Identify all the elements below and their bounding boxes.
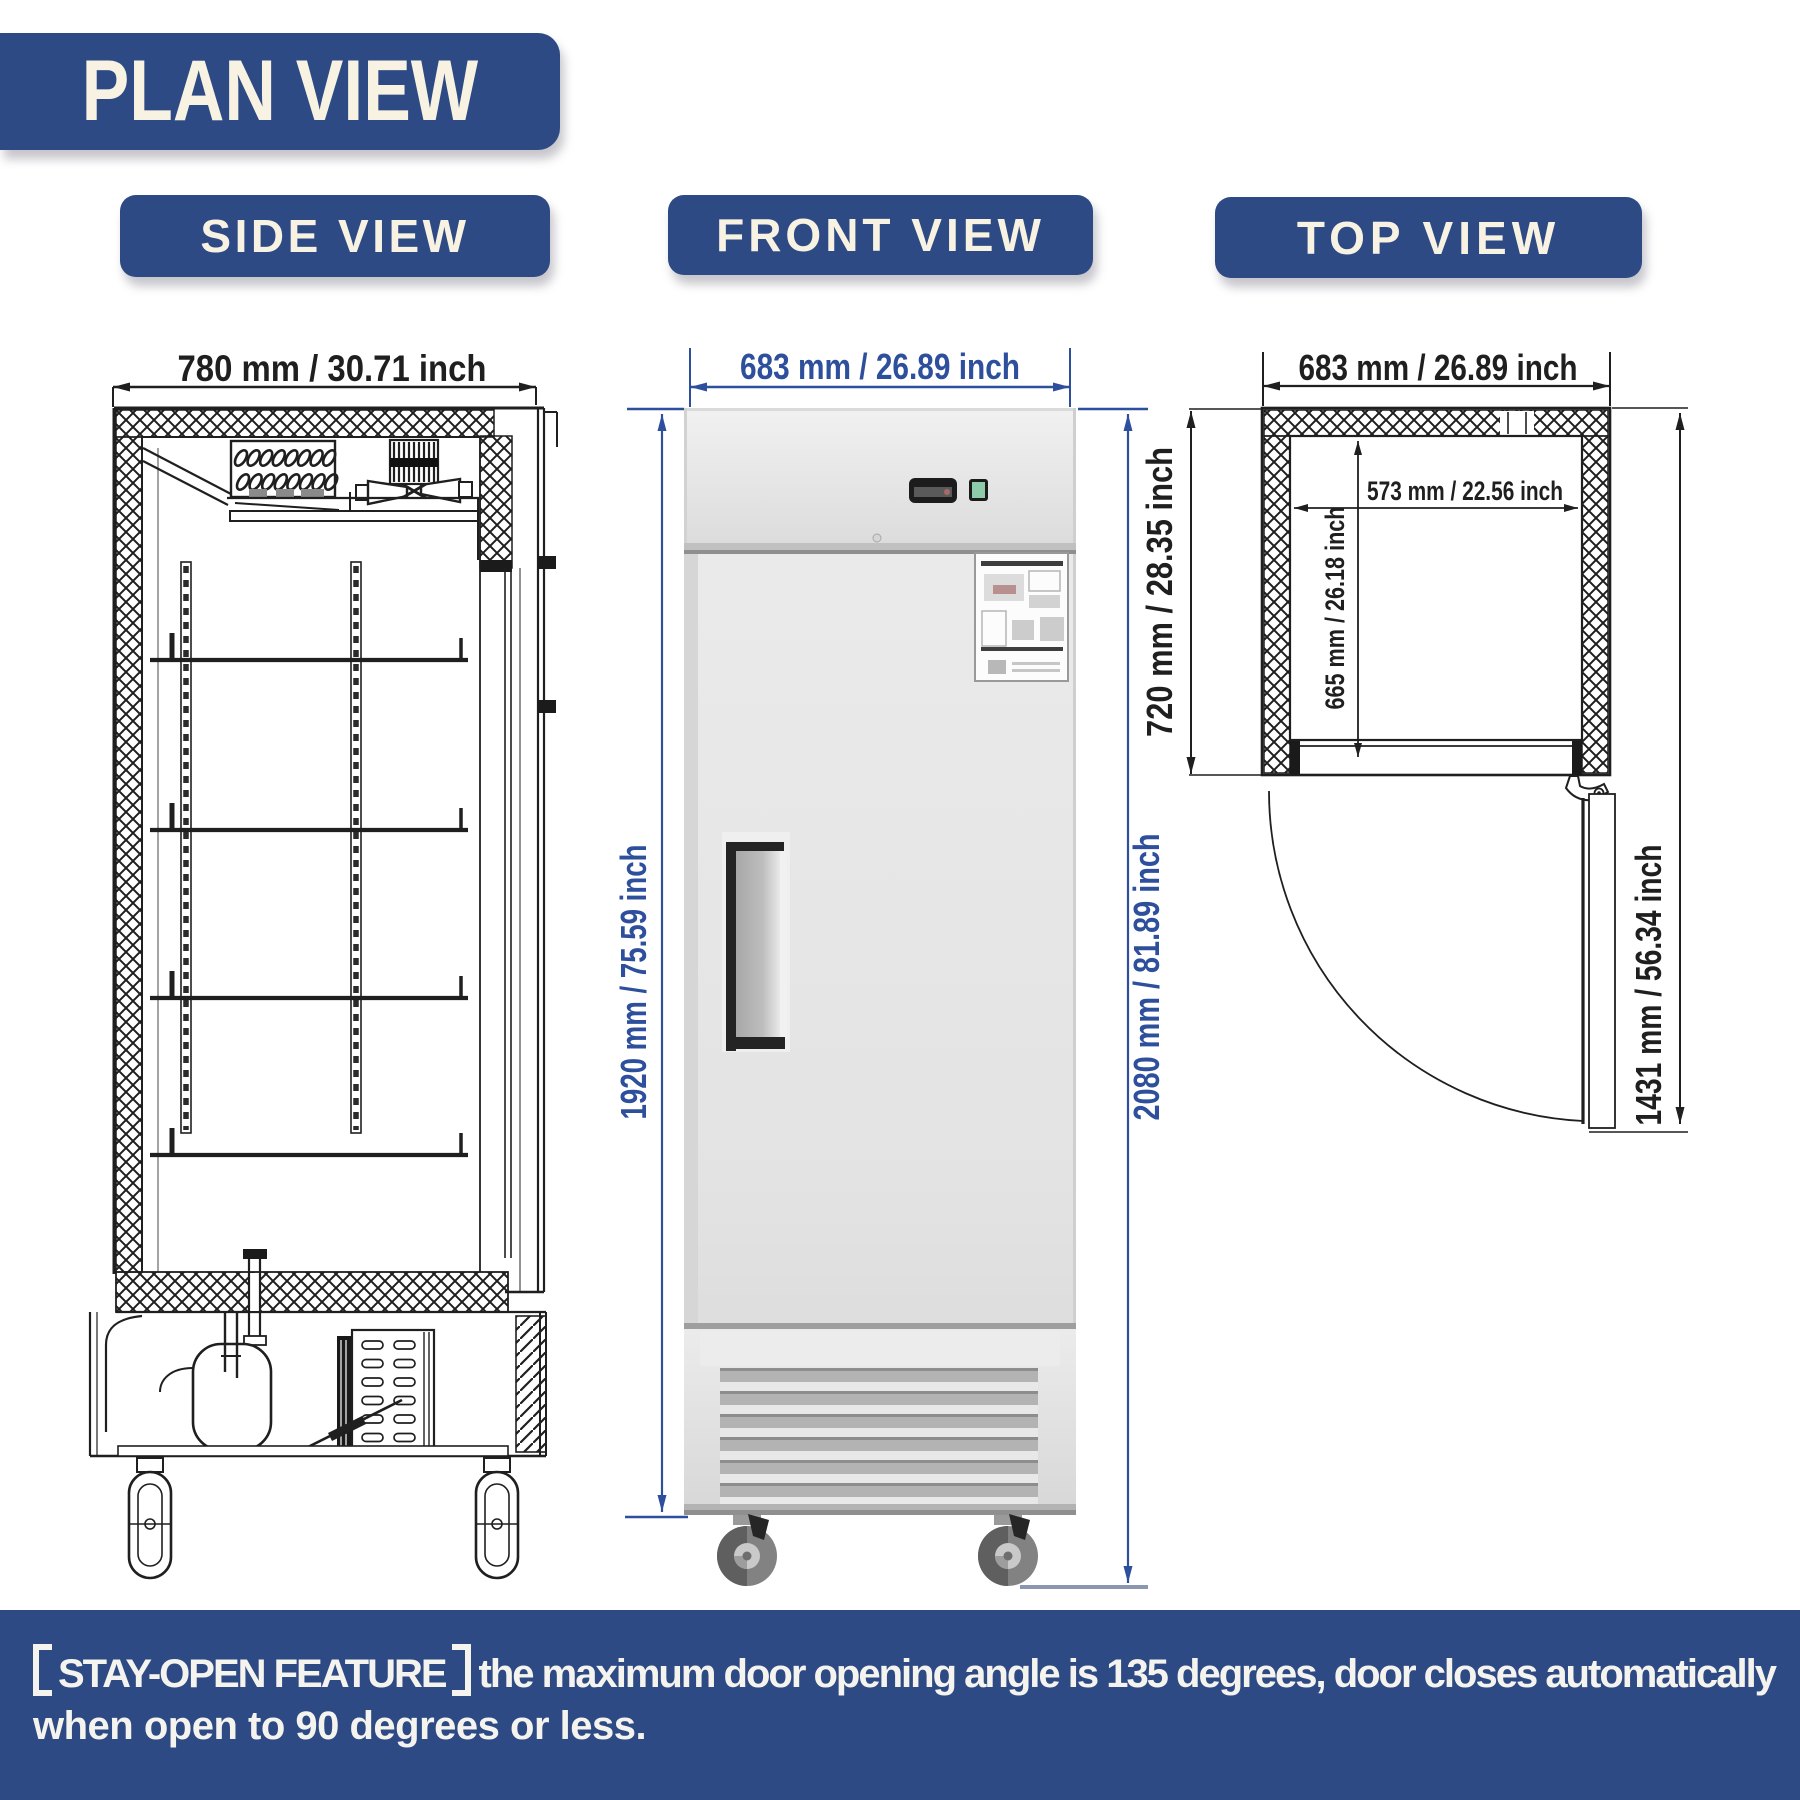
svg-text:573 mm / 22.56 inch: 573 mm / 22.56 inch <box>1367 476 1563 506</box>
svg-text:1431 mm / 56.34 inch: 1431 mm / 56.34 inch <box>1628 845 1669 1126</box>
svg-text:780 mm / 30.71 inch: 780 mm / 30.71 inch <box>178 348 487 389</box>
svg-text:2080 mm / 81.89 inch: 2080 mm / 81.89 inch <box>1126 834 1167 1121</box>
svg-text:720 mm / 28.35 inch: 720 mm / 28.35 inch <box>1139 447 1180 737</box>
svg-text:1920 mm / 75.59 inch: 1920 mm / 75.59 inch <box>613 845 654 1120</box>
svg-text:683 mm / 26.89 inch: 683 mm / 26.89 inch <box>1299 347 1578 388</box>
svg-text:665 mm / 26.18 inch: 665 mm / 26.18 inch <box>1320 507 1350 710</box>
svg-text:683 mm / 26.89 inch: 683 mm / 26.89 inch <box>740 346 1020 387</box>
